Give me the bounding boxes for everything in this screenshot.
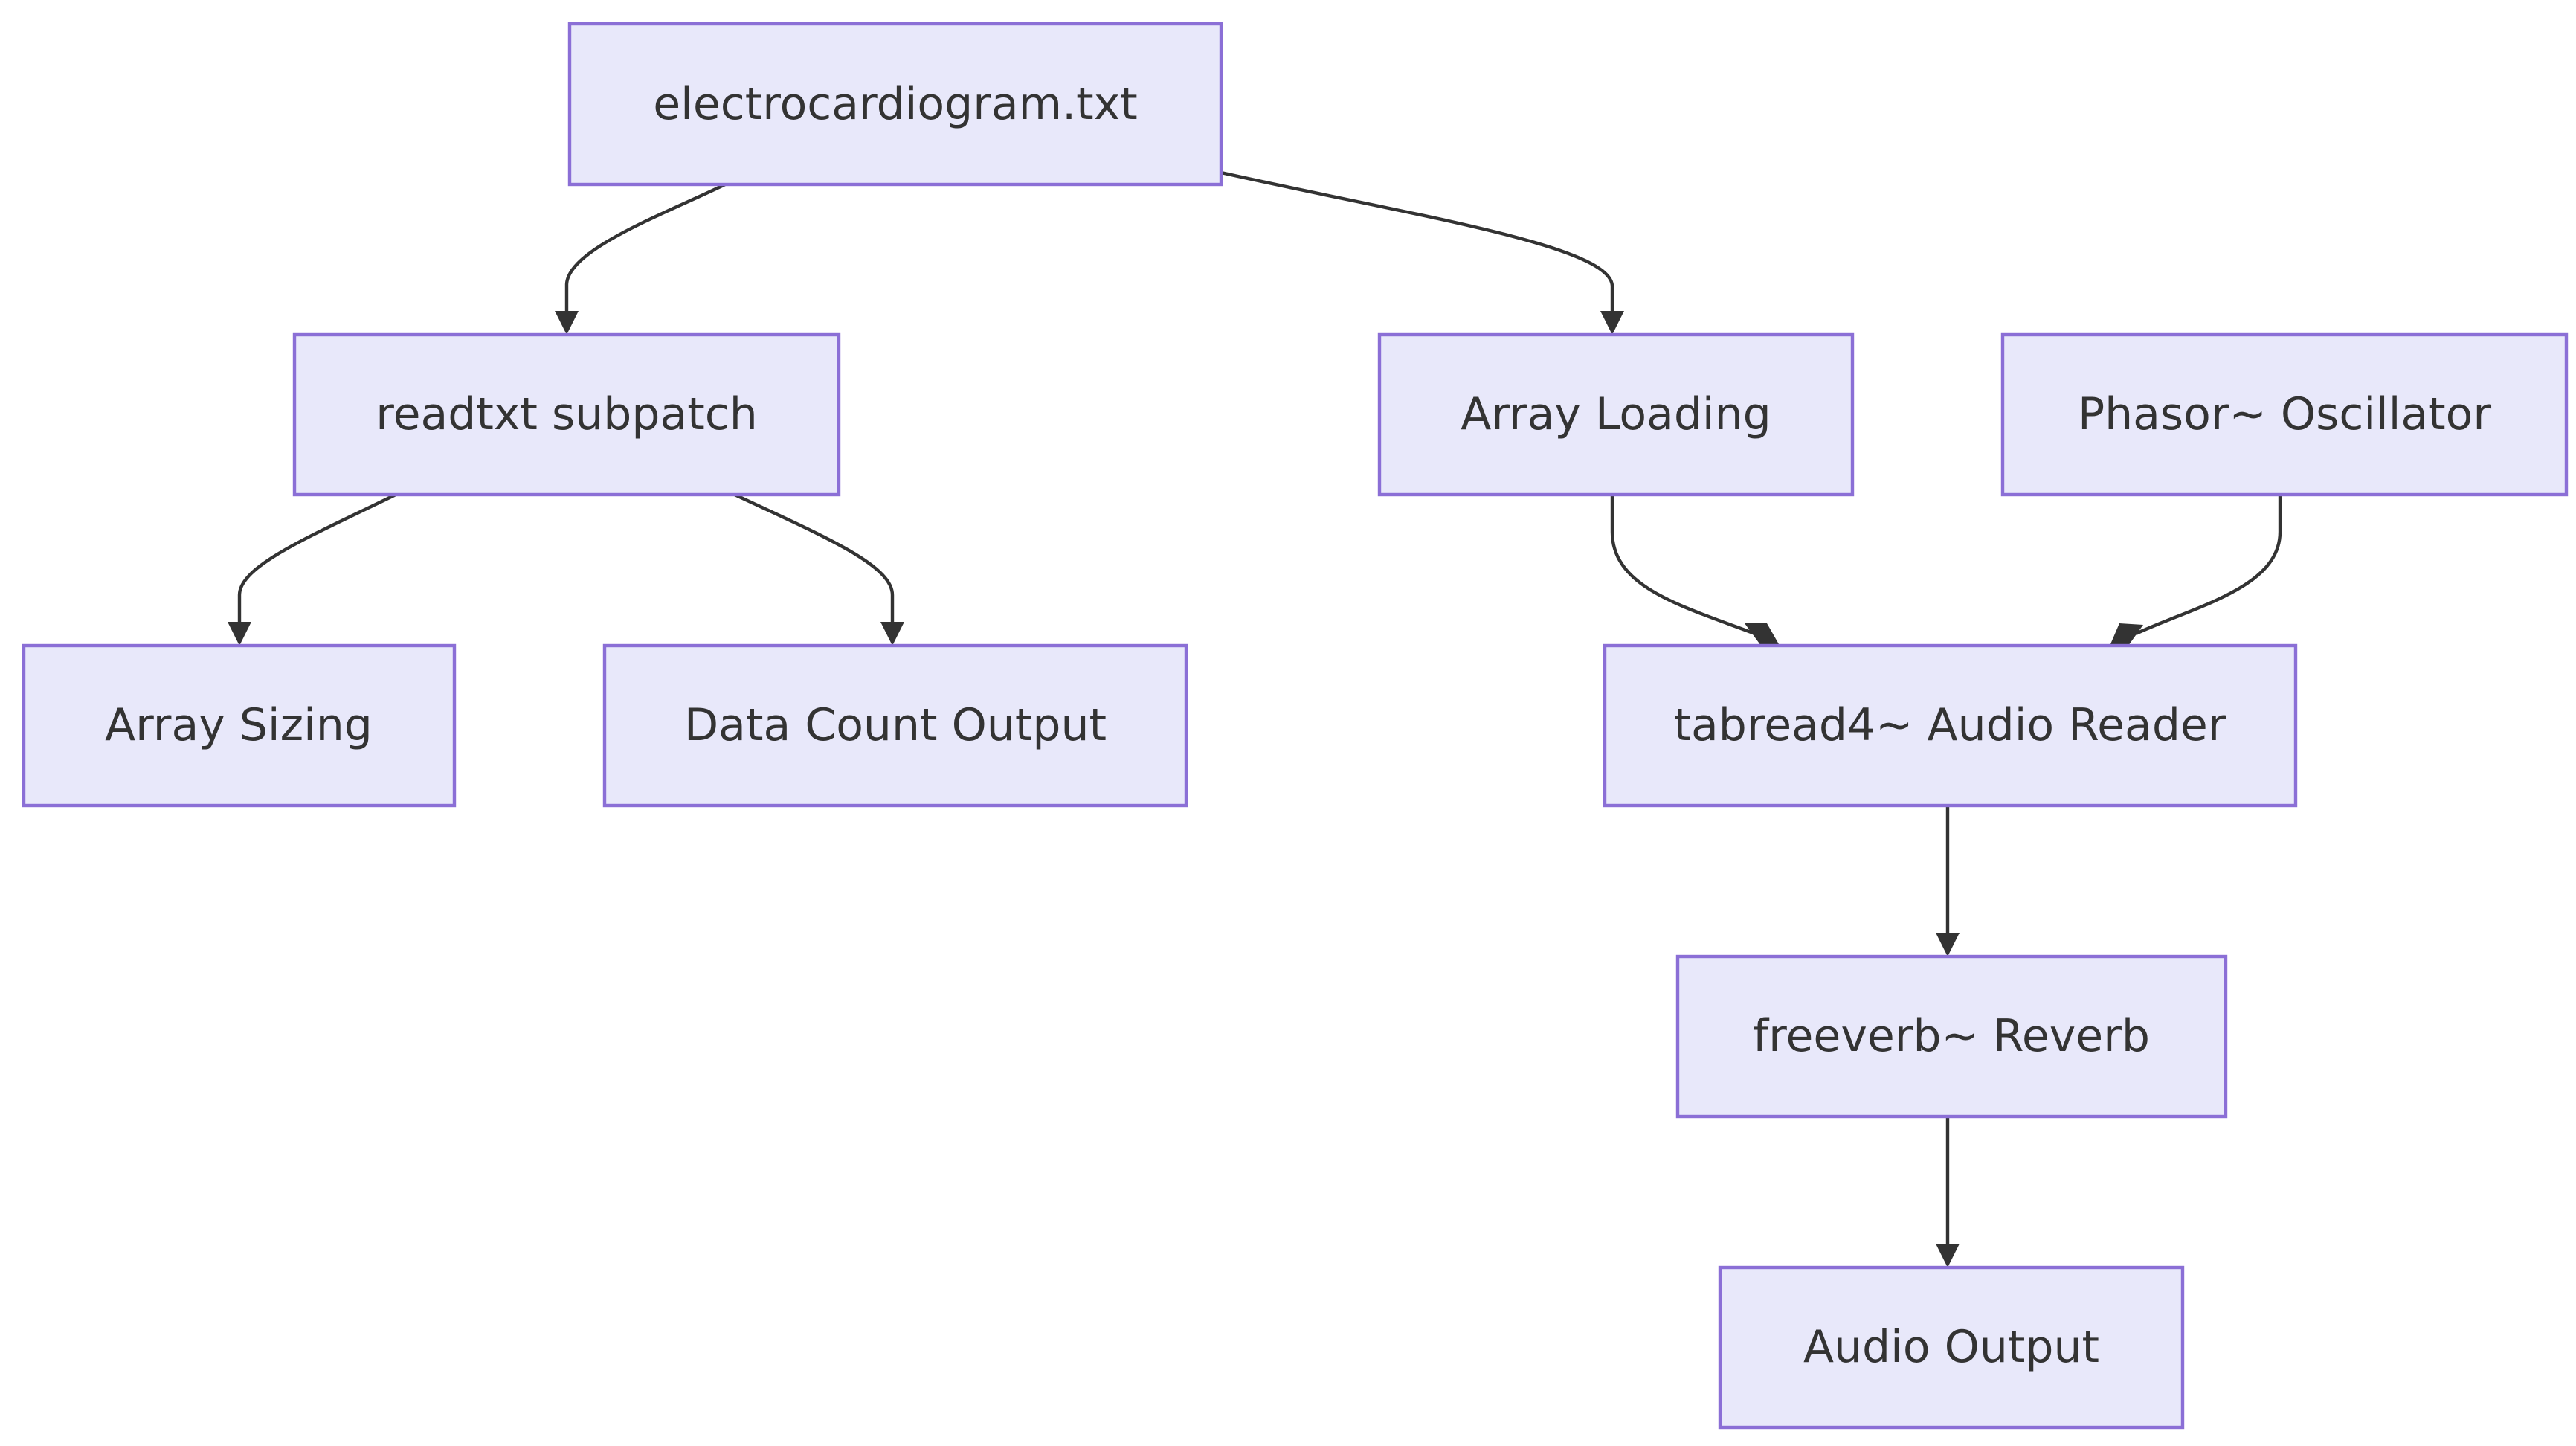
node-label: electrocardiogram.txt	[653, 78, 1138, 130]
edge-phasor-to-tabread	[2135, 495, 2282, 635]
edge-array-loading-to-tabread	[1610, 495, 1756, 636]
node-tabread-audio-reader[interactable]: tabread4~ Audio Reader	[1603, 643, 2298, 808]
edge-ecg-to-array-loading	[1220, 170, 1614, 312]
node-label: Audio Output	[1803, 1321, 2099, 1373]
node-label: tabread4~ Audio Reader	[1674, 699, 2226, 751]
arrowhead-freeverb	[1936, 933, 1960, 957]
arrowhead-data-count	[880, 622, 904, 646]
node-label: Array Loading	[1461, 388, 1771, 440]
node-data-count-output[interactable]: Data Count Output	[602, 643, 1188, 808]
arrowhead-readtxt	[555, 311, 579, 335]
edge-readtxt-to-array-sizing	[237, 493, 396, 623]
node-label: Data Count Output	[684, 699, 1107, 751]
arrowheads	[228, 311, 2143, 1267]
node-array-sizing[interactable]: Array Sizing	[22, 643, 457, 808]
node-label: Array Sizing	[105, 699, 373, 751]
edge-readtxt-to-data-count	[734, 493, 895, 623]
node-label: freeverb~ Reverb	[1753, 1010, 2150, 1062]
arrowhead-audio-output	[1936, 1244, 1960, 1267]
arrowhead-tabread-right	[2110, 623, 2143, 646]
arrowhead-array-sizing	[228, 622, 251, 646]
node-freeverb-reverb[interactable]: freeverb~ Reverb	[1675, 954, 2228, 1119]
node-phasor-oscillator[interactable]: Phasor~ Oscillator	[2000, 332, 2569, 497]
arrowhead-tabread-left	[1745, 623, 1779, 646]
edge-ecg-to-readtxt	[564, 183, 726, 312]
arrowhead-array-loading	[1600, 311, 1624, 335]
edges	[237, 170, 2282, 1247]
node-label: Phasor~ Oscillator	[2078, 388, 2491, 440]
node-audio-output[interactable]: Audio Output	[1718, 1265, 2185, 1430]
node-ecg-file[interactable]: electrocardiogram.txt	[567, 22, 1223, 187]
node-label: readtxt subpatch	[376, 388, 758, 440]
node-readtxt-subpatch[interactable]: readtxt subpatch	[292, 332, 841, 497]
node-array-loading[interactable]: Array Loading	[1377, 332, 1855, 497]
